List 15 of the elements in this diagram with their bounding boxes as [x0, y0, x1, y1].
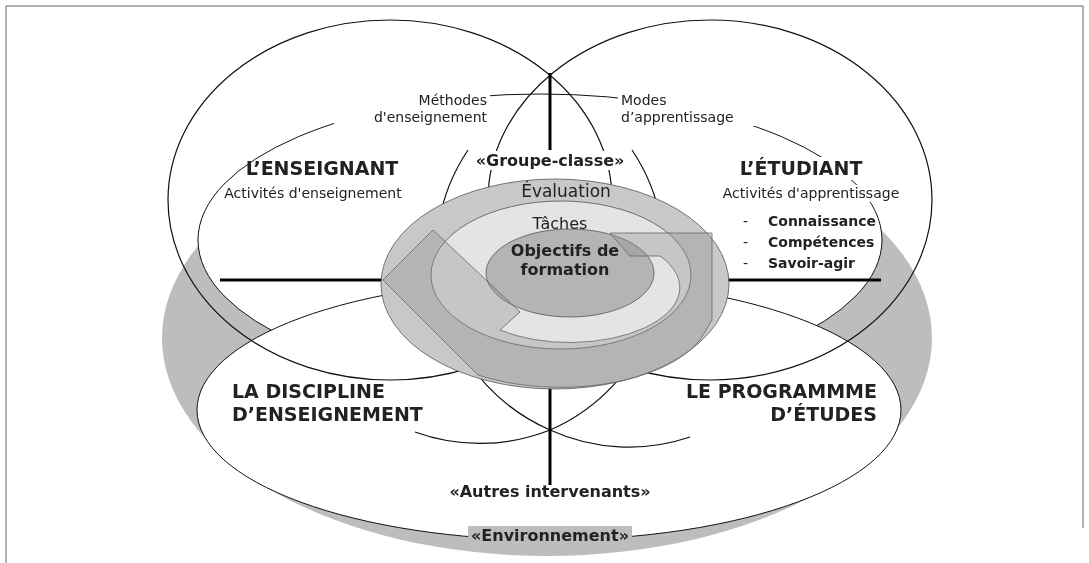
layer-label: Évaluation [521, 181, 611, 202]
list-item: Connaissance [768, 213, 876, 230]
list-dash: - [743, 234, 749, 251]
layer-label: Tâches [532, 214, 588, 234]
heading: LA DISCIPLINE D’ENSEIGNEMENT [232, 380, 424, 426]
list-item: Savoir-agir [768, 255, 855, 272]
heading: L’ENSEIGNANT [245, 157, 399, 180]
label: «Autres intervenants» [449, 482, 651, 502]
label: Activités d'enseignement [224, 185, 402, 202]
list-dash: - [743, 213, 749, 230]
label: Méthodes d'enseignement [334, 92, 490, 126]
layer-label: Objectifs de formation [510, 241, 620, 280]
list-item: Compétences [768, 234, 875, 251]
list-dash: - [743, 255, 749, 272]
heading: LE PROGRAMMME D’ÉTUDES [684, 380, 877, 426]
